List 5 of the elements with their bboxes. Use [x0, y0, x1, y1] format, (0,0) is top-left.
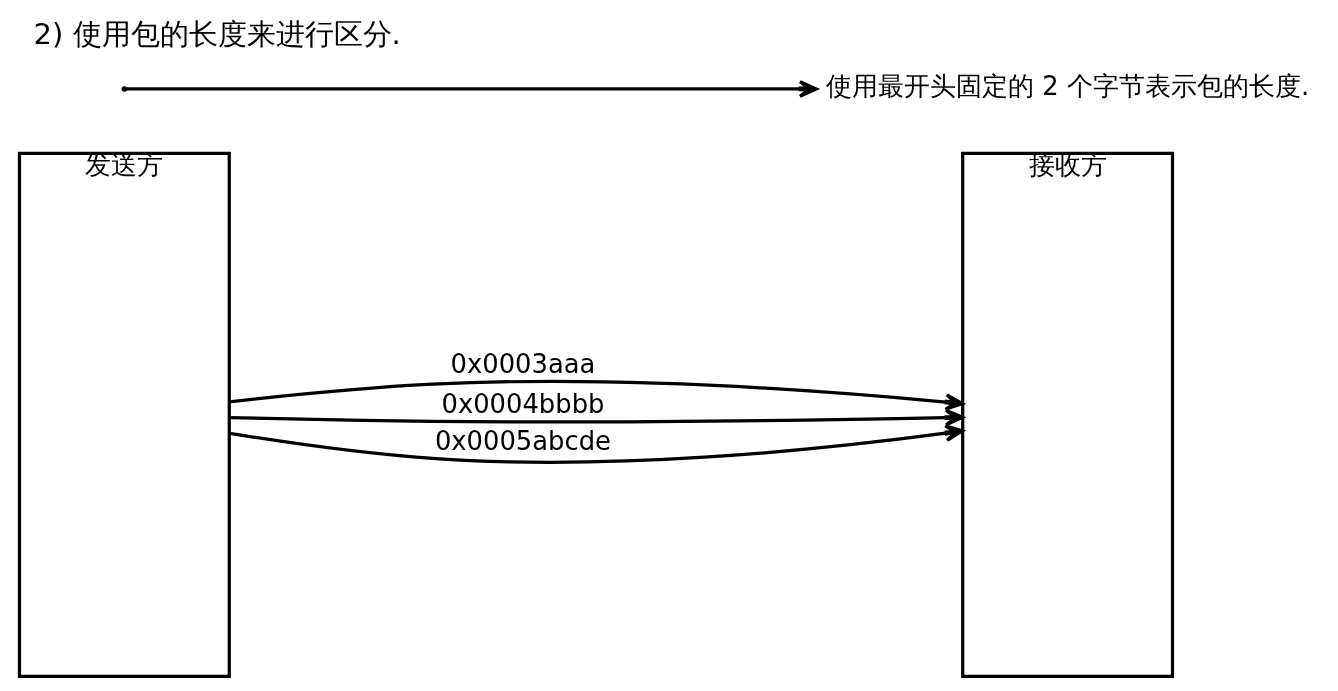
edge-label: 0x0005abcde — [434, 426, 611, 457]
edge-label: 0x0004bbbb — [441, 388, 605, 419]
node-text: 使用最开头固定的 2 个字节表示包的长度. — [826, 71, 1310, 102]
diagram-title: 2) 使用包的长度来进行区分. — [33, 17, 401, 52]
edge-label: 0x0003aaa — [450, 348, 596, 379]
